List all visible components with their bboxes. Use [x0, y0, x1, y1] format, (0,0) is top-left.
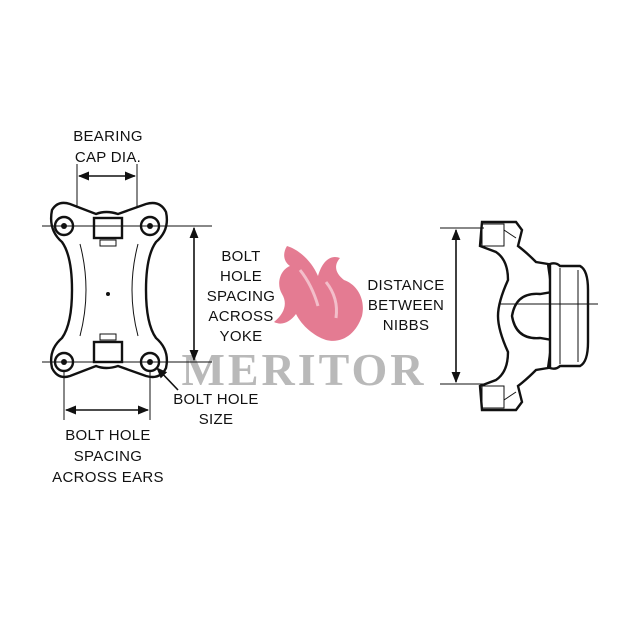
bearing-cap-label-2: CAP DIA.: [75, 149, 141, 166]
nibbs-distance-label-3: NIBBS: [383, 317, 430, 334]
ears-spacing-label-3: ACROSS EARS: [52, 469, 164, 486]
nibbs-distance-label-1: DISTANCE: [367, 277, 444, 294]
yoke-front-view: [42, 201, 212, 379]
yoke-spacing-label-1: BOLT: [221, 248, 260, 265]
bearing-cap-dimension: [76, 164, 138, 208]
ears-spacing-dimension: [63, 372, 151, 420]
bearing-cap-label-1: BEARING: [73, 128, 143, 145]
bolt-hole-size-label-2: SIZE: [199, 411, 234, 428]
ears-spacing-label-1: BOLT HOLE: [65, 427, 151, 444]
ears-spacing-label-2: SPACING: [74, 448, 143, 465]
yoke-spacing-label-2: HOLE: [220, 268, 262, 285]
yoke-side-view: [440, 220, 598, 412]
yoke-spacing-label-3: SPACING: [207, 288, 276, 305]
yoke-spacing-label-4: ACROSS: [208, 308, 273, 325]
meritor-bull-logo-icon: [274, 246, 363, 341]
meritor-watermark-text: MERITOR: [181, 344, 426, 395]
bolt-hole-size-label-1: BOLT HOLE: [173, 391, 259, 408]
nibbs-distance-label-2: BETWEEN: [368, 297, 444, 314]
yoke-spacing-label-5: YOKE: [220, 328, 263, 345]
bolt-hole-size-leader: [156, 367, 179, 391]
